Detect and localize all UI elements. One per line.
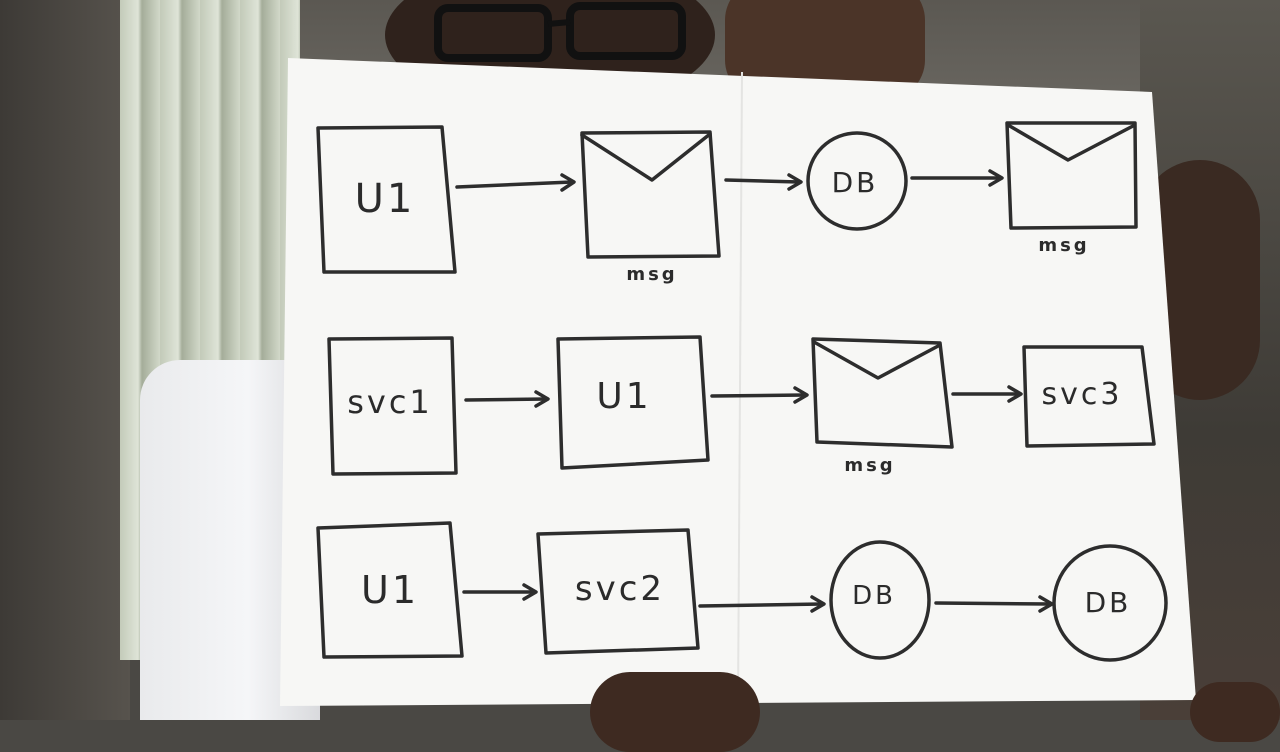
whiteboard-sketch: U1 msg DB msg svc1 U1 msg svc3 U1 svc2 D…: [280, 58, 1196, 706]
arrow-head: [522, 583, 538, 601]
arrow-head: [1007, 385, 1023, 403]
arrow-head: [1038, 595, 1054, 613]
envelope-flap: [580, 132, 712, 182]
arrow: [455, 180, 574, 189]
node-caption: msg: [626, 264, 677, 285]
node-box: [1022, 345, 1156, 448]
node-caption: msg: [844, 455, 895, 476]
arrow: [698, 602, 824, 608]
node-label: U1: [596, 376, 651, 417]
arrow: [464, 397, 548, 402]
arrow-head: [560, 173, 576, 192]
arrow: [934, 601, 1052, 606]
paper-sheet: [280, 58, 1196, 706]
node-label: svc2: [575, 569, 665, 609]
node-label: DB: [1085, 586, 1132, 619]
wall-left: [0, 0, 130, 720]
node-label: DB: [832, 166, 879, 199]
database-circle: [1052, 544, 1168, 662]
database-circle: [829, 540, 931, 660]
paper-fold: [737, 71, 743, 705]
node-label: DB: [852, 581, 896, 611]
envelope-icon: [811, 337, 954, 449]
envelope-icon: [1005, 121, 1138, 230]
node-label: U1: [355, 176, 416, 222]
arrow-head: [534, 390, 550, 408]
node-box: [556, 335, 710, 470]
node-box: [316, 125, 457, 274]
envelope-flap: [1006, 123, 1135, 162]
node-label: U1: [361, 568, 419, 612]
arrow-head: [988, 169, 1004, 187]
arrow-head: [793, 386, 809, 404]
node-box: [316, 521, 464, 659]
hand-bottom: [590, 672, 760, 752]
envelope-icon: [580, 130, 721, 259]
node-box: [536, 528, 700, 655]
node-label: svc1: [347, 383, 433, 421]
node-caption: msg: [1038, 235, 1089, 256]
glasses-icon: [434, 2, 686, 62]
arrow: [710, 393, 807, 398]
envelope-flap: [812, 340, 942, 380]
node-box: [327, 336, 458, 476]
database-circle: [806, 131, 908, 231]
arrow-head: [787, 173, 803, 191]
node-label: svc3: [1042, 377, 1123, 412]
hand-bottom-right: [1190, 682, 1280, 742]
photo-background: [0, 0, 1280, 720]
arrow: [724, 178, 801, 184]
arrow-head: [810, 595, 826, 613]
